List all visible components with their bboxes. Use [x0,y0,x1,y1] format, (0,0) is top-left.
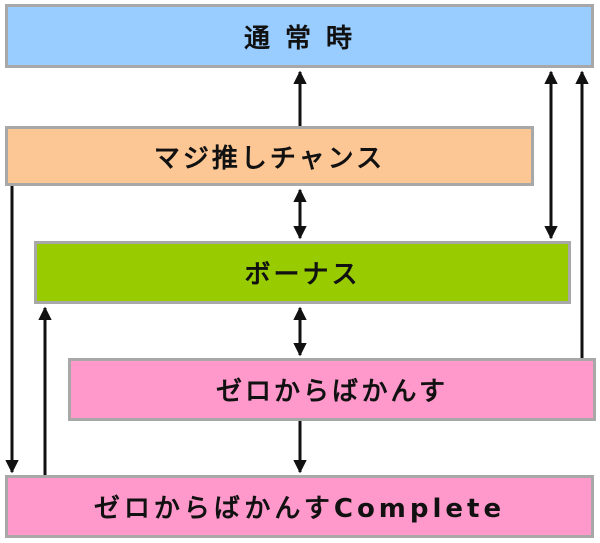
state-normal-label: 通 常 時 [243,23,356,54]
state-zero-kara-vacances-complete: ゼロからばかんすComplete [5,475,594,538]
state-normal: 通 常 時 [5,4,594,68]
state-zero-kara-vacances-label: ゼロからばかんす [215,377,448,407]
state-maji-oshi-chance-label: マジ推しチャンス [153,143,386,174]
state-bonus-label: ボーナス [244,260,361,290]
state-bonus: ボーナス [34,241,571,304]
state-zero-kara-vacances-complete-label: ゼロからばかんすComplete [93,494,506,524]
state-maji-oshi-chance: マジ推しチャンス [5,126,534,186]
state-zero-kara-vacances: ゼロからばかんす [68,358,596,421]
